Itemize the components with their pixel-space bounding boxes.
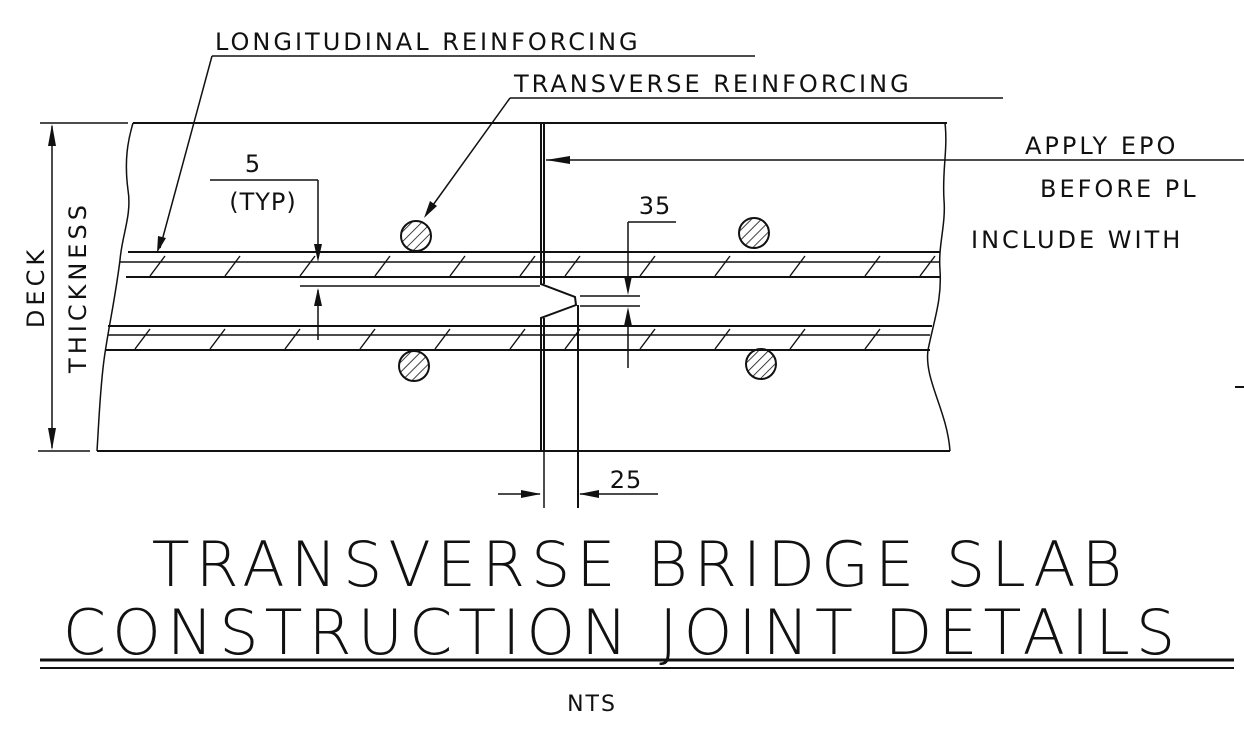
cover-note: (TYP) (229, 188, 297, 216)
key-depth-dimension (580, 221, 676, 368)
cover-dimension (210, 179, 540, 340)
bar-bottom-left (398, 350, 430, 382)
transverse-bars (398, 217, 777, 382)
thickness-label: THICKNESS (64, 201, 92, 374)
title-line-2: CONSTRUCTION JOINT DETAILS (63, 596, 1181, 669)
transverse-leader (424, 97, 1003, 218)
title-underline (40, 658, 1234, 669)
deck-thickness-dimension (38, 122, 128, 452)
note-line-1: APPLY EPO (1025, 132, 1178, 160)
epoxy-note-leader (546, 156, 1244, 164)
longitudinal-leader (157, 55, 755, 253)
cover-value: 5 (245, 150, 261, 178)
key-depth-value: 35 (639, 192, 672, 220)
title-line-1: TRANSVERSE BRIDGE SLAB (152, 528, 1128, 601)
key-offset-value: 25 (610, 466, 643, 494)
key-offset-dimension (498, 451, 658, 508)
construction-joint (540, 123, 579, 508)
bar-top-left (400, 220, 432, 252)
transverse-reinforcing-label: TRANSVERSE REINFORCING (513, 70, 912, 98)
longitudinal-reinforcing-label: LONGITUDINAL REINFORCING (215, 28, 641, 56)
slab-outline (96, 122, 951, 452)
bar-bottom-right (745, 348, 777, 380)
bar-top-right (738, 217, 770, 249)
top-reinforcing-band (120, 251, 940, 278)
note-line-2: BEFORE PL (1040, 175, 1199, 203)
scale-note: NTS (567, 692, 617, 717)
bottom-reinforcing-band (105, 325, 932, 351)
deck-label: DECK (22, 246, 50, 328)
note-line-3: INCLUDE WITH (971, 226, 1183, 254)
